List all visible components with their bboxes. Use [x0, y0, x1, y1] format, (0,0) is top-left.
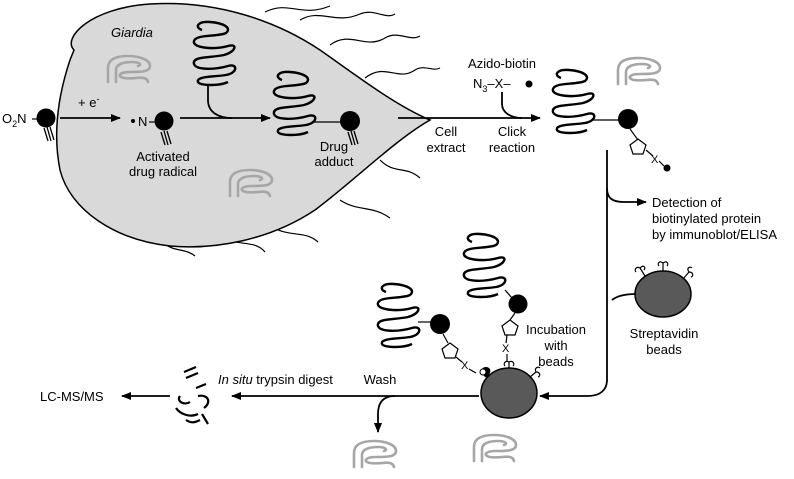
- captured-drug-icon: [430, 314, 450, 334]
- triazole-icon: [441, 342, 459, 359]
- detection-line-2: biotinylated protein: [652, 211, 761, 226]
- product-drug-icon: [618, 109, 638, 129]
- captured-protein-icon: [376, 282, 421, 349]
- digest-label: In situ trypsin digest: [218, 372, 333, 387]
- radical-label-1: Activated: [136, 149, 189, 164]
- radical-label-2: drug radical: [129, 164, 197, 179]
- unbound-protein-icon: [616, 56, 662, 86]
- streptavidin-bead-icon: [634, 261, 694, 318]
- captured-bead-icon: [479, 360, 541, 419]
- extract-label-2: extract: [426, 140, 465, 155]
- streptavidin-label-2: beads: [646, 342, 682, 357]
- drug-nitro-label: O2N: [2, 111, 27, 129]
- extract-label-1: Cell: [435, 124, 458, 139]
- incubation-line-3: beads: [538, 354, 574, 369]
- incubation-line-1: Incubation: [526, 322, 586, 337]
- triazole-icon: [629, 138, 647, 155]
- incubation-line-2: with: [543, 338, 567, 353]
- linker-x-label: X: [651, 154, 659, 166]
- adduct-drug-icon: [340, 111, 360, 131]
- drug-core-icon: [36, 108, 56, 128]
- alkyne-icon: [43, 126, 55, 142]
- washed-protein-icon: [352, 439, 398, 469]
- electron-label: + e-: [78, 94, 99, 110]
- incubation-arrow: [539, 379, 608, 400]
- peptide-fragments-icon: [175, 365, 210, 425]
- giardia-label: Giardia: [111, 25, 153, 40]
- azido-biotin-label: Azido-biotin: [468, 56, 536, 71]
- giardia-cell: Giardia: [55, 2, 441, 257]
- radical-n-label: N: [138, 114, 147, 129]
- washed-protein-icon: [472, 433, 518, 463]
- biotin-dot-icon: [663, 164, 671, 172]
- triazole-icon: [501, 319, 519, 336]
- streptavidin-label-1: Streptavidin: [630, 326, 699, 341]
- radical-core-icon: [154, 111, 174, 131]
- lcms-label: LC-MS/MS: [40, 389, 104, 404]
- captured-protein-icon: [462, 232, 507, 299]
- click-label-2: reaction: [489, 140, 535, 155]
- azido-formula-label: N3–X–: [473, 76, 511, 94]
- biotin-dot-icon: [525, 80, 533, 88]
- detection-arrow: [606, 187, 647, 206]
- detection-line-3: by immunoblot/ELISA: [652, 227, 777, 242]
- linker-x-label: X: [461, 360, 469, 372]
- adduct-label-1: Drug: [320, 139, 348, 154]
- captured-drug-icon: [508, 294, 528, 314]
- detection-line-1: Detection of: [652, 195, 722, 210]
- product-protein-icon: [551, 68, 596, 135]
- click-label-1: Click: [498, 124, 527, 139]
- radical-dot-icon: [131, 119, 135, 123]
- linker-x-label: X: [502, 343, 510, 355]
- wash-label: Wash: [364, 372, 397, 387]
- adduct-label-2: adduct: [314, 154, 353, 169]
- wash-out-arrow: [374, 395, 396, 433]
